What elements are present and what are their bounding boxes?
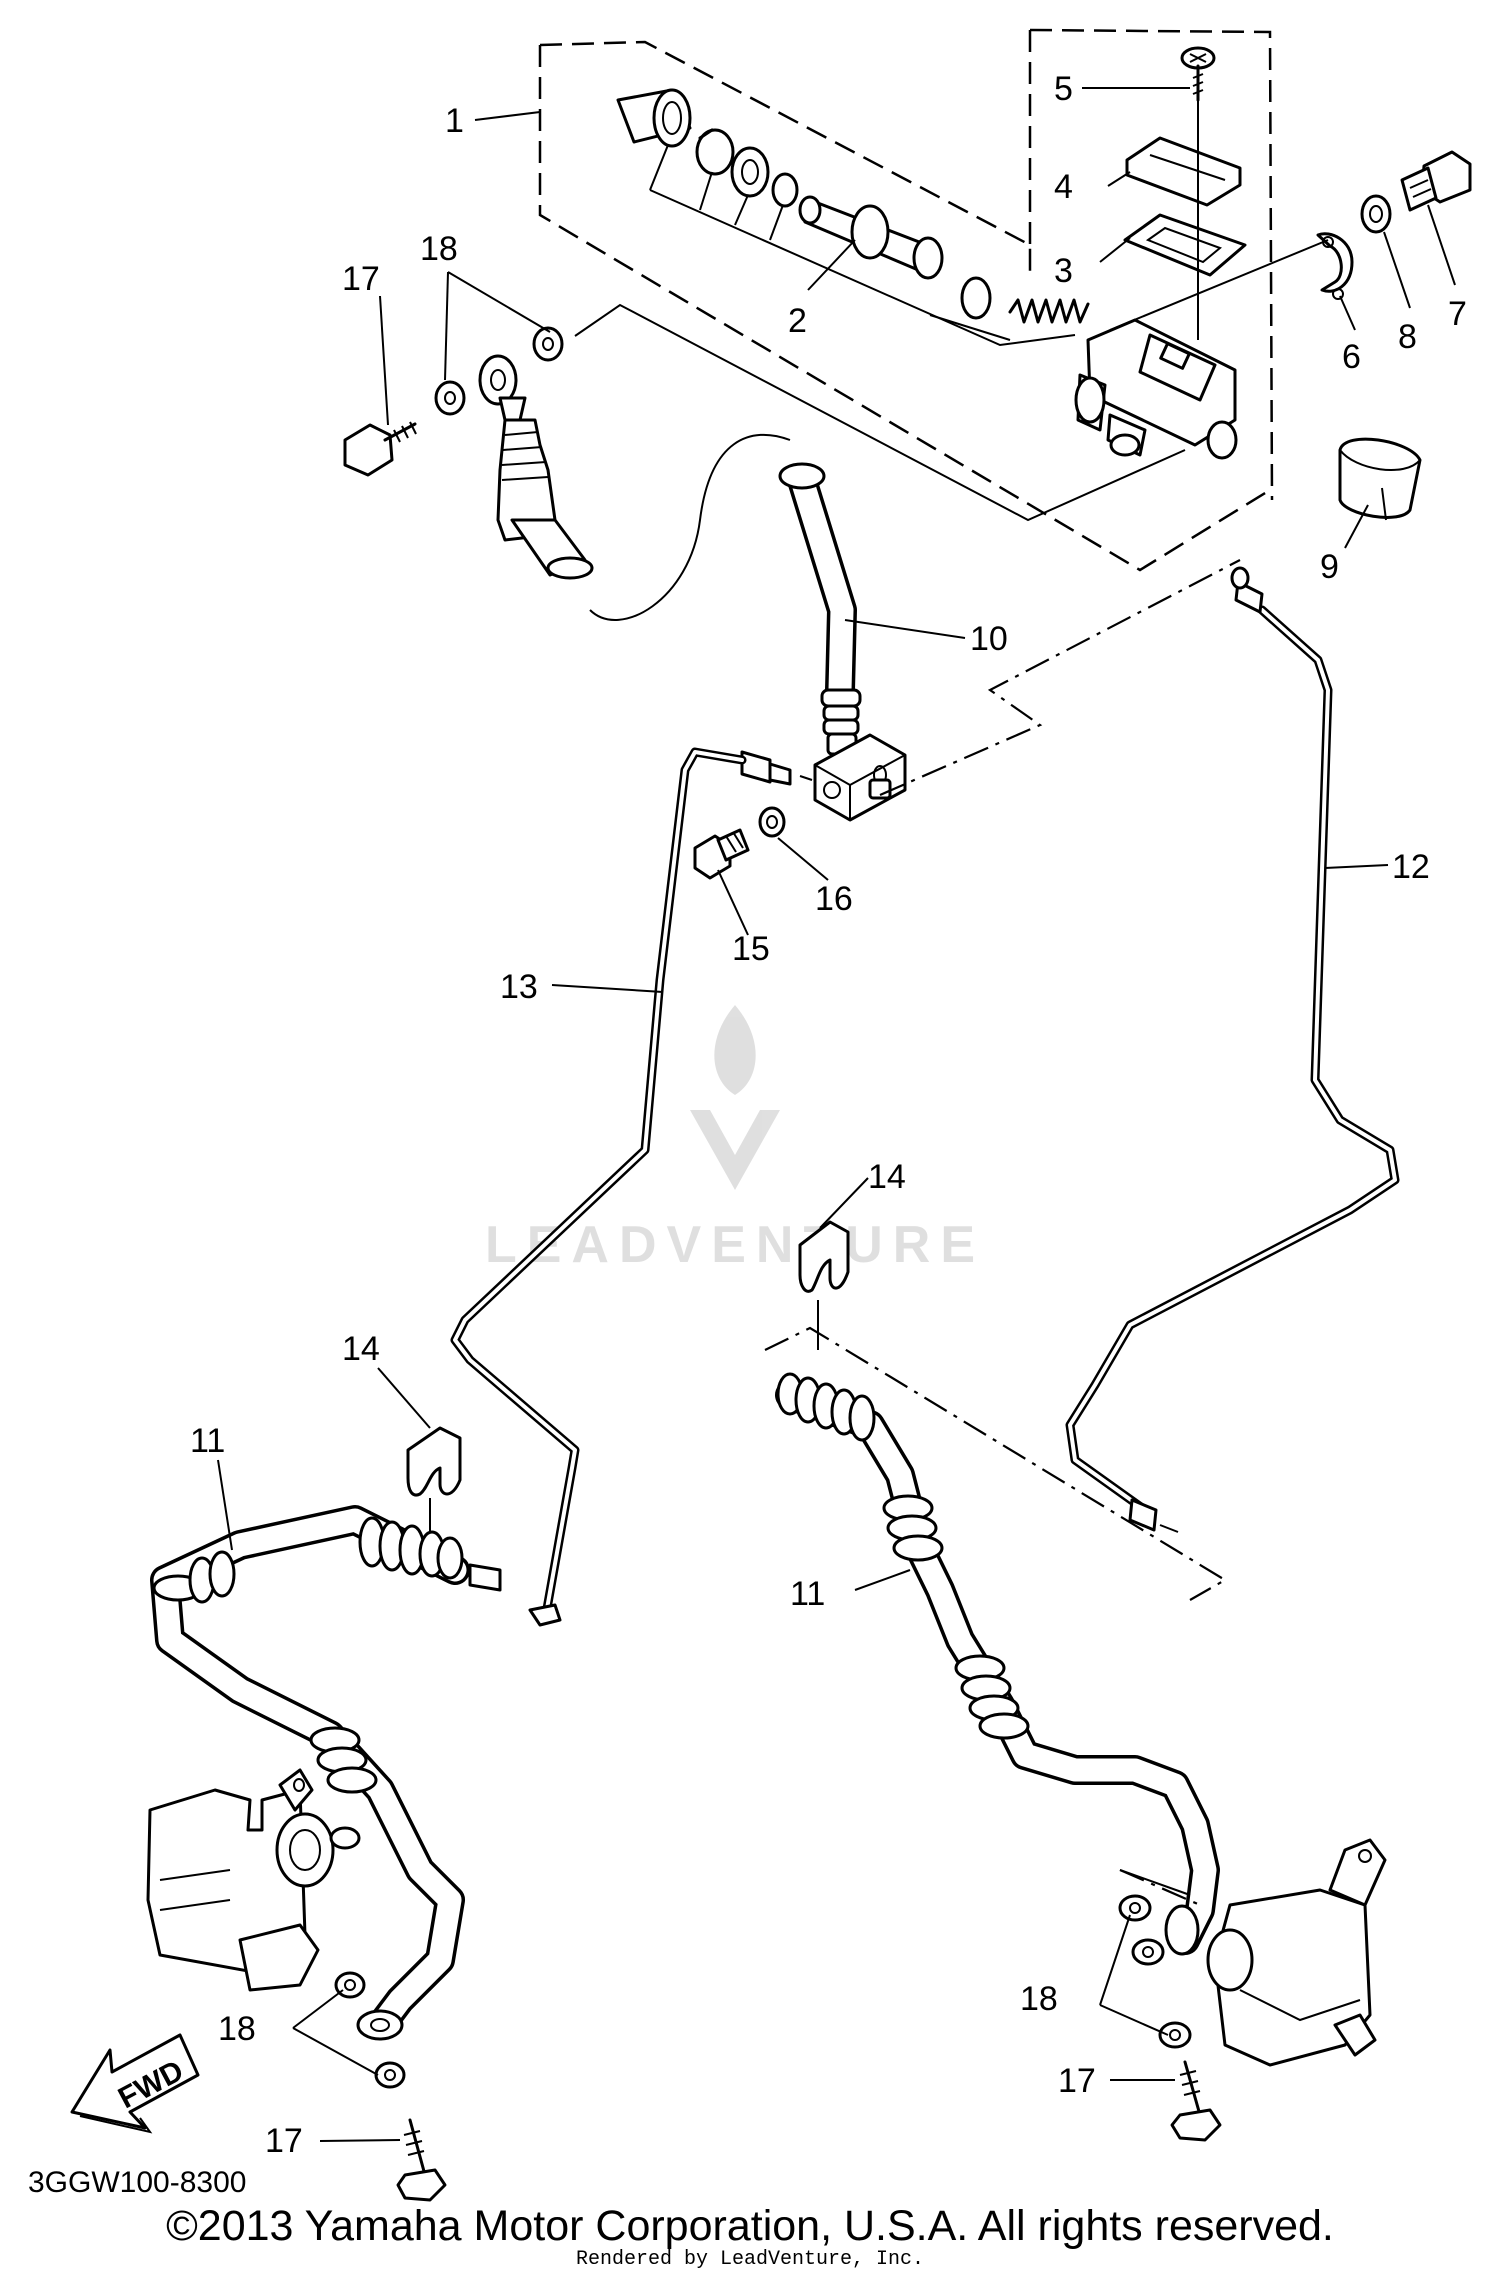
callout-16: 16 — [815, 880, 853, 918]
union-bolt-17-right — [1170, 2060, 1222, 2142]
primary-cup — [960, 276, 992, 320]
callout-8: 8 — [1398, 318, 1417, 356]
master-cylinder-body — [1074, 318, 1238, 460]
diagram-code: 3GGW100-8300 — [28, 2166, 246, 2199]
callout-18-left: 18 — [218, 2010, 256, 2048]
callout-14-left: 14 — [342, 1330, 380, 1368]
callout-11-right: 11 — [790, 1575, 825, 1613]
clip-14-center — [798, 1220, 850, 1350]
pipe-13-fitting — [740, 750, 813, 786]
washer-18-right-b — [1131, 1938, 1165, 1966]
callout-3: 3 — [1054, 252, 1073, 290]
fwd-arrow-icon: FWD — [70, 2033, 200, 2134]
callout-5: 5 — [1054, 70, 1073, 108]
copyright-text: ©2013 Yamaha Motor Corporation, U.S.A. A… — [166, 2202, 1334, 2250]
callout-1: 1 — [445, 102, 464, 140]
brake-pipe-12 — [1065, 566, 1400, 1533]
callout-labels: 1 2 3 4 5 6 7 8 9 10 11 11 12 13 14 14 1… — [190, 70, 1467, 2160]
callout-17-right: 17 — [1058, 2062, 1096, 2100]
piston-cup — [616, 88, 692, 148]
union-bolt-15 — [693, 828, 750, 880]
callout-13: 13 — [500, 968, 538, 1006]
washer-8 — [1360, 194, 1392, 234]
holder — [1316, 232, 1354, 300]
hose-11-left-boot-2 — [152, 1550, 236, 1604]
handle-sleeve — [1338, 437, 1422, 521]
union-bolt-17-left — [396, 2118, 447, 2202]
hose-11-left-boot — [358, 1516, 464, 1580]
callout-6: 6 — [1342, 338, 1361, 376]
callout-17-top: 17 — [342, 260, 380, 298]
master-hose-end — [478, 354, 594, 580]
cap-screw — [1180, 46, 1216, 102]
holder-bolt — [1400, 150, 1472, 212]
washer-16 — [758, 806, 786, 838]
reservoir-cap — [1125, 136, 1242, 207]
brake-hose-10 — [589, 433, 862, 756]
piston-rod — [798, 195, 944, 280]
washer-18-right-c — [1158, 2021, 1192, 2049]
callout-18-top: 18 — [420, 230, 458, 268]
brake-hose-11-left — [150, 1505, 502, 2041]
brake-pipe-13 — [450, 747, 747, 1627]
rendered-by-text: Rendered by LeadVenture, Inc. — [576, 2248, 924, 2269]
hose-11-right-boot-2 — [882, 1494, 944, 1562]
callout-7: 7 — [1448, 295, 1467, 333]
master-cylinder-kit-group — [538, 28, 1472, 572]
circlip — [695, 128, 735, 176]
washer-18-top-a — [434, 380, 466, 416]
callout-15: 15 — [732, 930, 770, 968]
washer-18-right-a — [1118, 1894, 1152, 1922]
clip-14-left — [406, 1426, 462, 1535]
callout-4: 4 — [1054, 168, 1073, 206]
washer-18-left-a — [334, 1971, 366, 1999]
callout-12: 12 — [1392, 848, 1430, 886]
callout-14-center: 14 — [868, 1158, 906, 1196]
caliper-right — [1119, 1838, 1387, 2067]
union-bolt-17-top — [343, 421, 417, 477]
washer-18-left-b — [374, 2061, 406, 2089]
piston-washer — [730, 146, 770, 198]
callout-11-left: 11 — [190, 1422, 225, 1460]
hose-11-right-boot — [776, 1372, 876, 1442]
hose-11-right-boot-3 — [954, 1654, 1030, 1740]
callout-18-right: 18 — [1020, 1980, 1058, 2018]
washer-18-top-b — [532, 326, 564, 362]
brake-hose-11-right — [775, 1372, 1220, 1956]
diaphragm — [1123, 213, 1247, 277]
callout-9: 9 — [1320, 548, 1339, 586]
callout-2: 2 — [788, 302, 807, 340]
leader-lines — [217, 87, 1456, 2142]
caliper-left — [146, 1768, 361, 1992]
small-seal — [771, 172, 799, 208]
return-spring — [1008, 298, 1090, 324]
hose-11-left-boot-3 — [309, 1726, 378, 1794]
callout-17-left: 17 — [265, 2122, 303, 2160]
callout-10: 10 — [970, 620, 1008, 658]
